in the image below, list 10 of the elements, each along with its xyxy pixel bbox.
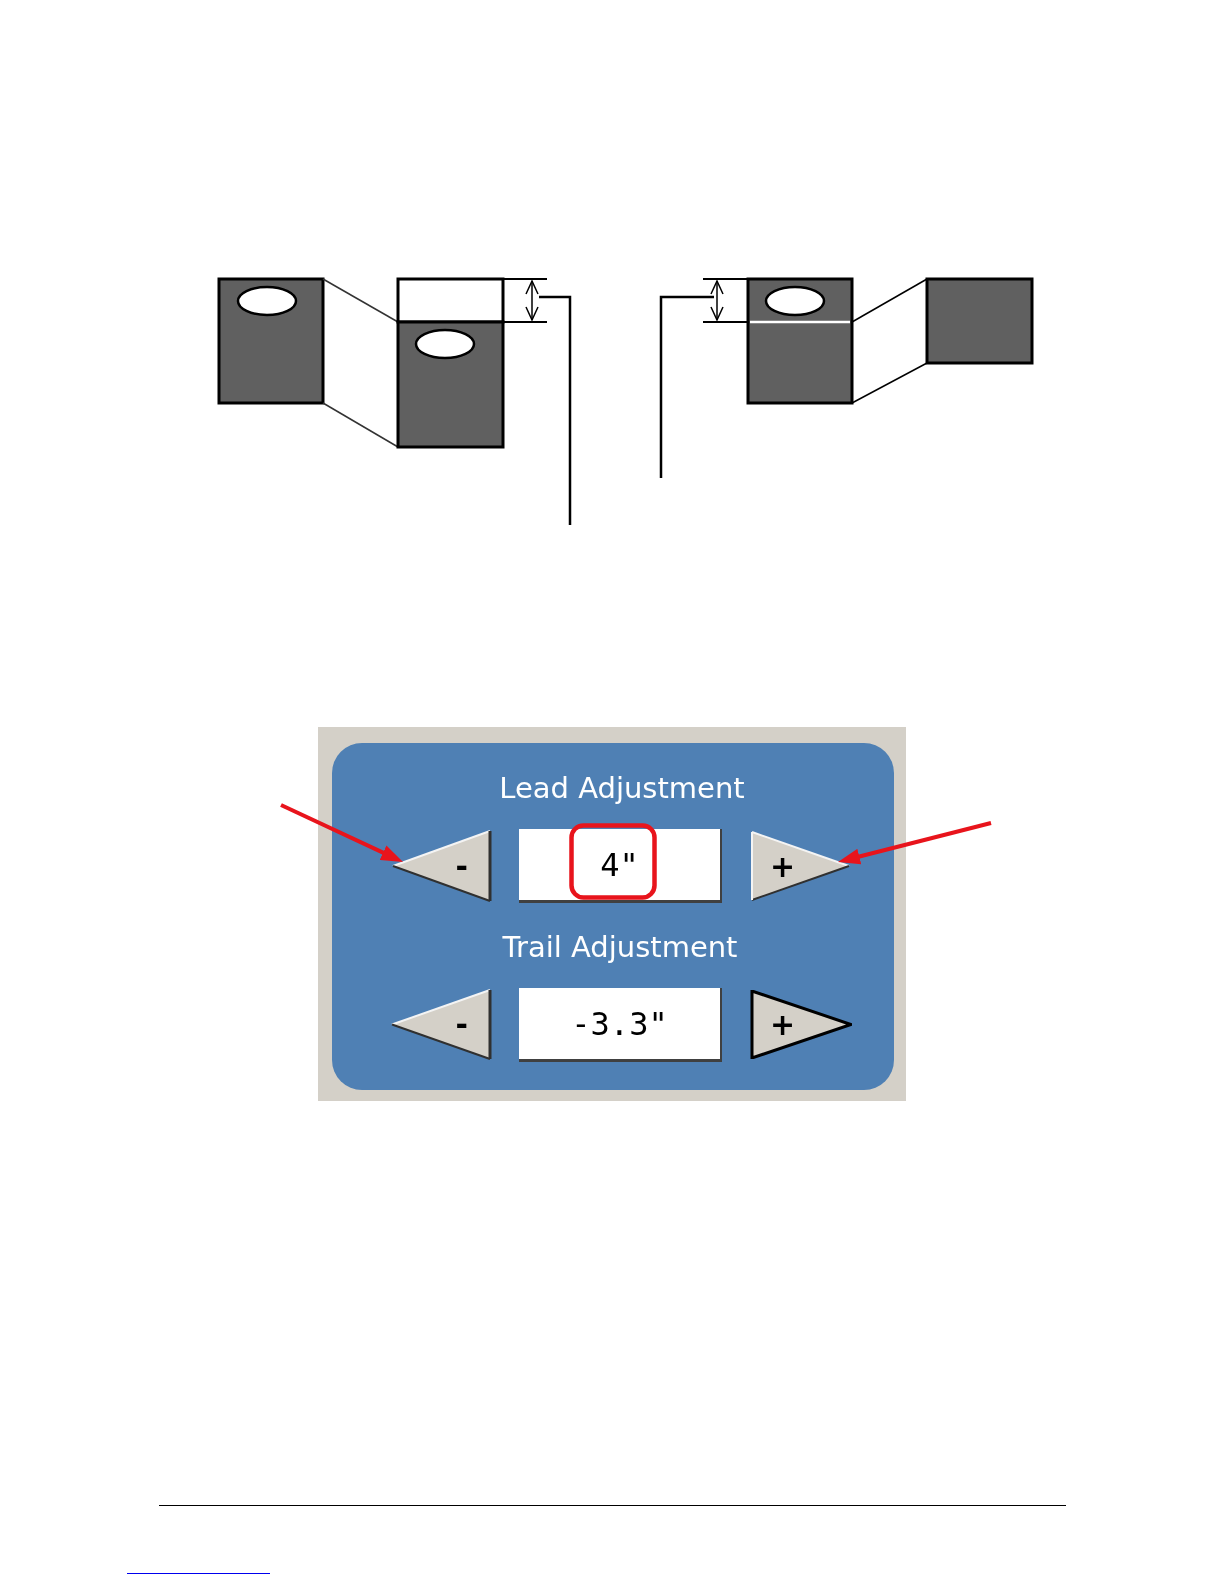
section-heading: Trail Adjustment xyxy=(502,930,738,964)
arrow xyxy=(280,803,403,862)
value-field: 4" xyxy=(519,829,722,903)
decrease-button: - xyxy=(391,989,492,1060)
section-heading: Lead Adjustment xyxy=(499,771,745,805)
value-field: -3.3" xyxy=(519,988,722,1062)
increase-button: + xyxy=(750,990,852,1059)
increase-button: + xyxy=(750,831,850,901)
arrow xyxy=(838,821,992,865)
decrease-button: - xyxy=(392,830,492,902)
